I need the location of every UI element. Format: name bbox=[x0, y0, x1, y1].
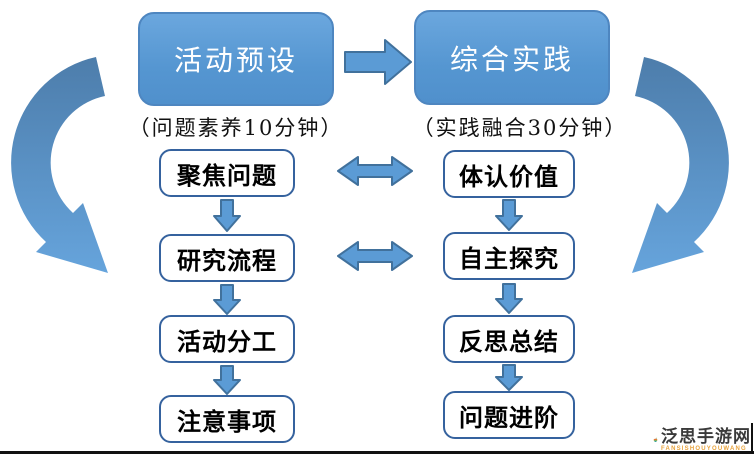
step-label: 体认价值 bbox=[459, 163, 559, 191]
step-box: 问题进阶 bbox=[443, 391, 575, 439]
down-arrow-icon bbox=[213, 284, 241, 315]
watermark: 泛思手游网 FANSISHOUYOUWANG bbox=[653, 427, 751, 453]
step-box: 聚焦问题 bbox=[159, 149, 295, 197]
step-label: 活动分工 bbox=[177, 328, 277, 356]
step-box: 反思总结 bbox=[443, 315, 575, 363]
exchange-arrow-middle-icon bbox=[337, 241, 413, 271]
stage-flow-arrow-icon bbox=[344, 39, 412, 85]
stage-label-right: 综合实践 bbox=[449, 43, 574, 75]
down-arrow-icon bbox=[495, 283, 523, 314]
step-box: 注意事项 bbox=[159, 395, 295, 443]
exchange-arrow-top-icon bbox=[337, 156, 413, 186]
caption-left: （问题素养10分钟） bbox=[128, 116, 344, 140]
fansi-apple-stripes-icon bbox=[653, 437, 658, 442]
down-arrow-icon bbox=[495, 199, 523, 231]
step-label: 聚焦问题 bbox=[177, 162, 277, 190]
step-box: 自主探究 bbox=[443, 232, 575, 280]
stage-label-left: 活动预设 bbox=[173, 45, 298, 76]
down-arrow-icon bbox=[495, 364, 523, 391]
down-arrow-icon bbox=[213, 365, 241, 395]
down-arrow-icon bbox=[213, 199, 241, 232]
curved-return-arrow-left-icon bbox=[11, 57, 109, 273]
step-label: 反思总结 bbox=[459, 328, 559, 356]
watermark-site-name: 泛思手游网 bbox=[661, 427, 751, 446]
step-box: 研究流程 bbox=[159, 234, 295, 282]
curved-return-arrow-right-icon bbox=[632, 57, 729, 273]
stage-box-right: 综合实践 bbox=[414, 10, 610, 105]
right-border-line bbox=[751, 423, 753, 452]
step-box: 体认价值 bbox=[443, 150, 575, 198]
caption-right: （实践融合30分钟） bbox=[412, 116, 628, 140]
bottom-border-line bbox=[0, 451, 754, 454]
stage-box-left: 活动预设 bbox=[138, 12, 334, 106]
watermark-site-slug: FANSISHOUYOUWANG bbox=[661, 446, 747, 452]
step-label: 研究流程 bbox=[177, 247, 277, 275]
step-label: 问题进阶 bbox=[459, 404, 559, 432]
step-label: 注意事项 bbox=[177, 408, 277, 436]
step-box: 活动分工 bbox=[159, 315, 295, 363]
step-label: 自主探究 bbox=[459, 245, 559, 273]
watermark-text: 泛思手游网 FANSISHOUYOUWANG bbox=[661, 428, 751, 452]
